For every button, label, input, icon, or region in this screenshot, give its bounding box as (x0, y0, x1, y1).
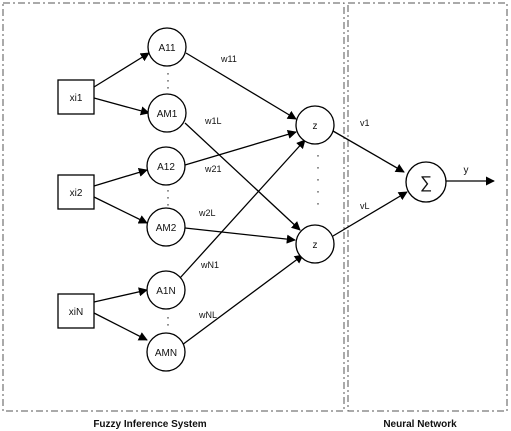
membership-node-AM1: AM1 (147, 93, 187, 133)
weight-label-w2L: w2L (198, 208, 216, 218)
dot: · (166, 190, 170, 204)
input-node-xi2: xi2 (57, 174, 95, 210)
dot: · (316, 184, 320, 198)
membership-node-AMN: AMN (146, 332, 186, 372)
weight-labels: w11 w1L w21 w2L wN1 wNL v1 vL (198, 54, 370, 320)
dot: · (166, 183, 170, 197)
continuation-dots: · · · · · · · · · · · · · (166, 66, 320, 331)
membership-label: AM1 (157, 109, 178, 120)
weight-label-v1: v1 (360, 118, 370, 128)
fuzzy-region-label: Fuzzy Inference System (93, 419, 206, 430)
edge-xiN-A1N (93, 287, 148, 303)
output-connections (332, 130, 495, 237)
input-node-xiN: xiN (57, 293, 95, 329)
dot: · (166, 310, 170, 324)
membership-label: A11 (158, 43, 175, 54)
neural-region-label: Neural Network (383, 419, 457, 430)
dot: · (166, 80, 170, 94)
edge-xi1-AM1 (93, 97, 150, 116)
weight-label-w21: w21 (204, 164, 222, 174)
membership-label: A12 (157, 162, 175, 173)
dot: · (166, 73, 170, 87)
membership-node-AM2: AM2 (146, 207, 186, 247)
dot: · (166, 66, 170, 80)
input-label: xi2 (70, 188, 83, 199)
membership-label: AMN (155, 348, 177, 359)
edge-xi1-A11 (93, 52, 150, 88)
weight-label-w1L: w1L (204, 116, 222, 126)
rule-label: z (313, 121, 318, 132)
input-connections (93, 52, 150, 341)
edge-AMN-z2 (181, 254, 304, 346)
dot: · (316, 172, 320, 186)
dot: · (316, 160, 320, 174)
sigma-icon: ∑ (420, 173, 432, 192)
rule-node-2: z (295, 224, 335, 264)
sum-node: ∑ (405, 161, 447, 203)
input-label: xi1 (70, 93, 83, 104)
weight-label-wN1: wN1 (200, 260, 219, 270)
dot: · (166, 197, 170, 211)
weight-label-vL: vL (360, 201, 370, 211)
edge-xiN-AMN (93, 312, 148, 341)
output-label: y (464, 165, 469, 176)
edge-z2-sum (332, 191, 408, 237)
rule-label: z (313, 240, 318, 251)
membership-label: A1N (156, 286, 175, 297)
edge-A12-z1 (184, 129, 297, 166)
membership-node-A12: A12 (146, 146, 186, 186)
weight-label-wNL: wNL (198, 310, 217, 320)
membership-label: AM2 (156, 223, 177, 234)
edge-xi2-AM2 (93, 196, 148, 224)
edge-AM2-z2 (184, 227, 296, 244)
rule-connections (179, 52, 306, 346)
weight-label-w11: w11 (220, 54, 237, 64)
edge-AM1-z2 (184, 122, 301, 231)
rule-node-1: z (295, 105, 335, 145)
membership-node-A1N: A1N (146, 270, 186, 310)
dot: · (316, 148, 320, 162)
edge-A11-z1 (185, 52, 297, 120)
dot: · (166, 317, 170, 331)
edge-xi2-A12 (93, 168, 148, 187)
neural-region-box (347, 2, 508, 412)
edge-z1-sum (332, 130, 405, 173)
input-label: xiN (69, 307, 83, 318)
dot: · (316, 196, 320, 210)
membership-node-A11: A11 (147, 27, 187, 67)
fuzzy-region-box (2, 2, 345, 412)
edge-A1N-z1 (179, 139, 306, 279)
input-node-xi1: xi1 (57, 79, 95, 115)
